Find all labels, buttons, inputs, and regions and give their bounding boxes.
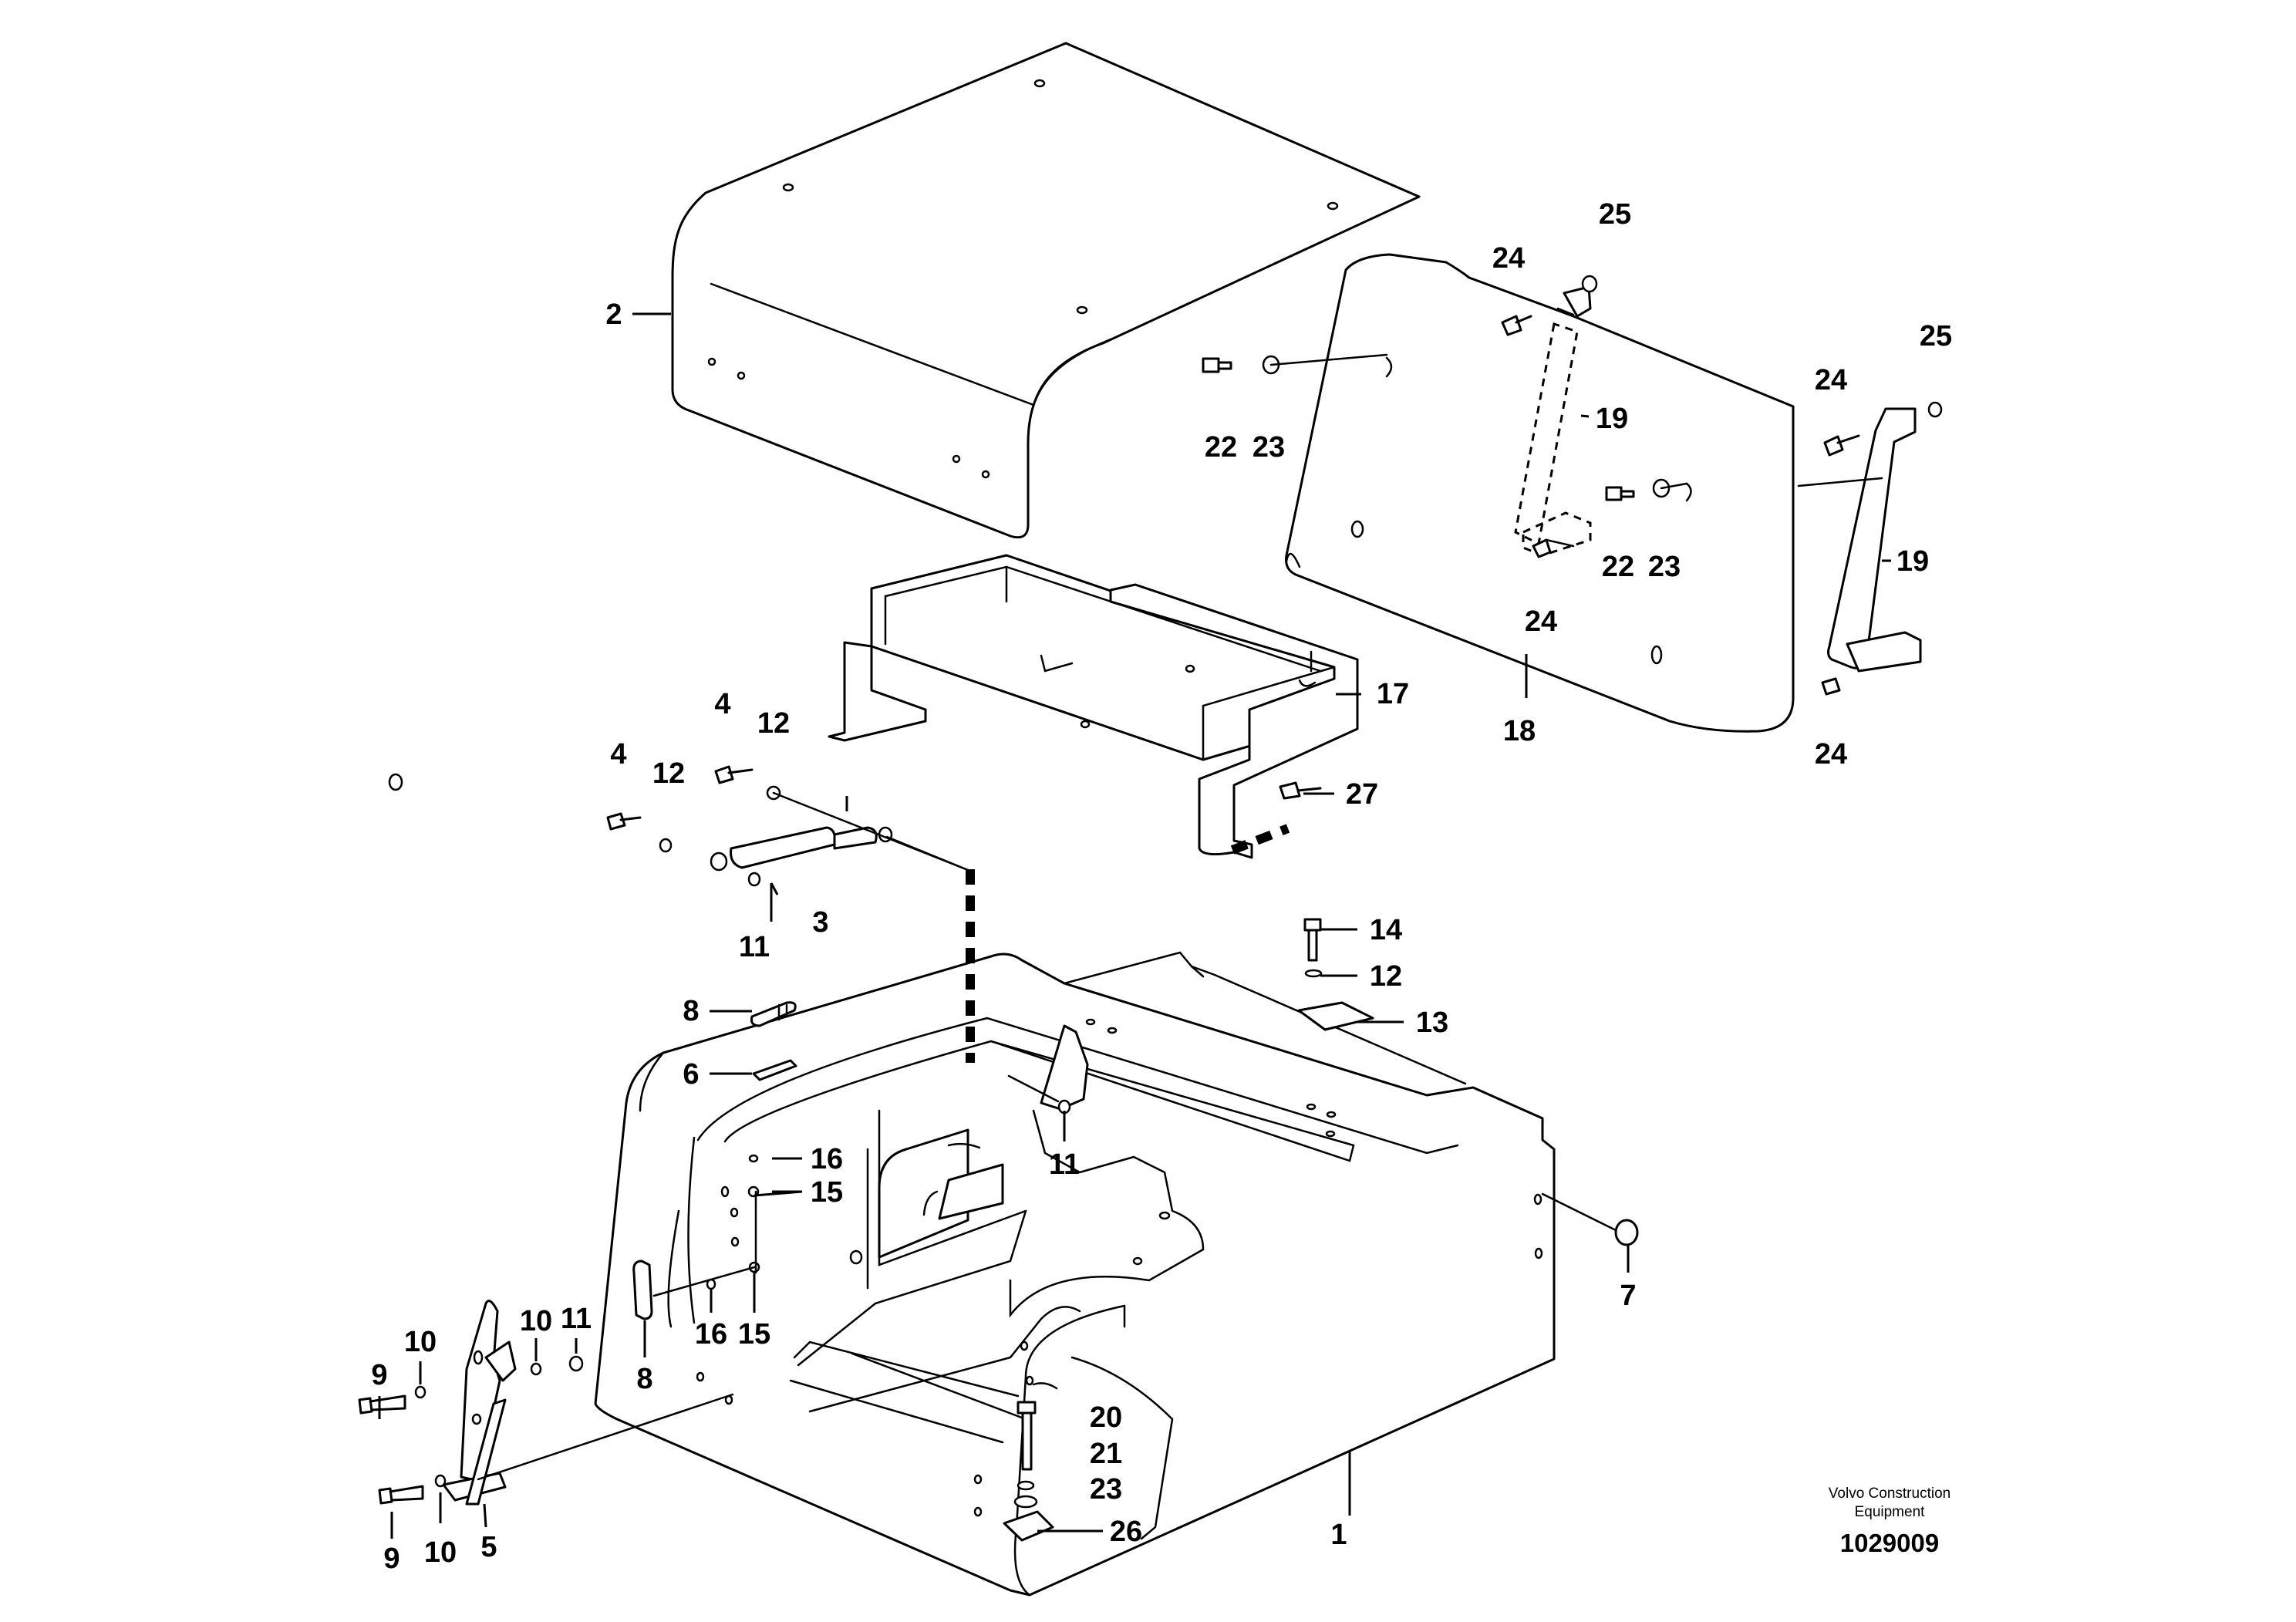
callout-3: 3 — [812, 906, 828, 939]
credit-line-2: Equipment — [1855, 1504, 1926, 1520]
callout-8-upper: 8 — [683, 995, 699, 1027]
callout-4-left: 4 — [610, 738, 626, 771]
callout-23-left: 23 — [1253, 431, 1285, 464]
callout-24-lower: 24 — [1815, 738, 1847, 771]
side-cover-part-18 — [1285, 253, 1795, 733]
base-housing-part-1 — [594, 951, 1556, 1597]
bolts — [358, 315, 1860, 1505]
credit-block: Volvo Construction Equipment 1029009 — [1829, 1485, 1950, 1557]
callout-13: 13 — [1416, 1007, 1448, 1039]
callout-10-lower: 10 — [424, 1536, 457, 1569]
handle-part-8-upper — [750, 1001, 797, 1027]
assembly-dashed-lines — [966, 824, 1290, 1063]
callout-16-upper: 16 — [811, 1143, 843, 1175]
callout-6: 6 — [683, 1058, 699, 1091]
callout-20: 20 — [1090, 1401, 1122, 1434]
plate-part-13 — [1297, 1001, 1374, 1031]
callout-27: 27 — [1346, 778, 1378, 811]
tray-part-17 — [828, 554, 1359, 859]
callout-10-right: 10 — [520, 1305, 552, 1337]
document-number: 1029009 — [1840, 1529, 1939, 1557]
callout-24-middle: 24 — [1525, 605, 1557, 638]
callout-12-left: 12 — [652, 757, 685, 790]
credit-line-1: Volvo Construction — [1829, 1485, 1950, 1502]
callout-2: 2 — [605, 298, 622, 331]
callout-18: 18 — [1503, 715, 1536, 747]
top-cover-part-2 — [671, 42, 1421, 539]
callout-7: 7 — [1620, 1280, 1636, 1312]
plate-part-26 — [1003, 1510, 1054, 1542]
callout-24-right-upper: 24 — [1815, 364, 1847, 396]
callout-25-upper: 25 — [1599, 198, 1631, 231]
gas-strut-part-3 — [710, 826, 893, 872]
callout-9-lower: 9 — [383, 1543, 400, 1575]
callout-21: 21 — [1090, 1438, 1122, 1470]
callout-11-upper: 11 — [739, 931, 770, 963]
alignment-lines — [477, 307, 1883, 1481]
callout-26: 26 — [1110, 1516, 1142, 1548]
callout-15-lower: 15 — [738, 1318, 770, 1351]
callout-25-right: 25 — [1920, 320, 1952, 352]
callout-16-lower: 16 — [695, 1318, 727, 1351]
callout-23-right: 23 — [1648, 551, 1681, 583]
cap-part-7 — [1614, 1219, 1639, 1246]
callout-5: 5 — [480, 1531, 497, 1563]
callout-12-upper: 12 — [757, 707, 790, 740]
latch-part-5 — [442, 1300, 517, 1506]
plate-part-6 — [752, 1059, 797, 1081]
callout-1: 1 — [1330, 1519, 1347, 1551]
callout-22-left: 22 — [1205, 431, 1237, 464]
callout-23-lower: 23 — [1090, 1473, 1122, 1506]
callout-11-middle: 11 — [1049, 1148, 1080, 1181]
callout-24-upper: 24 — [1492, 242, 1525, 275]
callout-labels: 2 25 24 25 24 19 22 23 19 22 23 24 17 18… — [371, 198, 1952, 1575]
callout-14: 14 — [1370, 914, 1402, 946]
callout-15-upper: 15 — [811, 1176, 843, 1209]
bracket-part-19-right — [1827, 407, 1922, 673]
callout-8-lower: 8 — [636, 1363, 652, 1395]
callout-12-right: 12 — [1370, 960, 1402, 993]
callout-19-upper: 19 — [1596, 403, 1628, 435]
callout-10-upper-left: 10 — [404, 1326, 437, 1358]
callout-19-right: 19 — [1896, 545, 1929, 578]
callout-22-right: 22 — [1602, 551, 1634, 583]
callout-4-upper: 4 — [714, 688, 730, 720]
handle-part-8-lower — [632, 1259, 653, 1320]
callout-9-upper: 9 — [371, 1359, 387, 1391]
callout-11-lower: 11 — [561, 1303, 592, 1335]
leader-lines — [378, 312, 1891, 1539]
callout-17: 17 — [1377, 678, 1409, 710]
